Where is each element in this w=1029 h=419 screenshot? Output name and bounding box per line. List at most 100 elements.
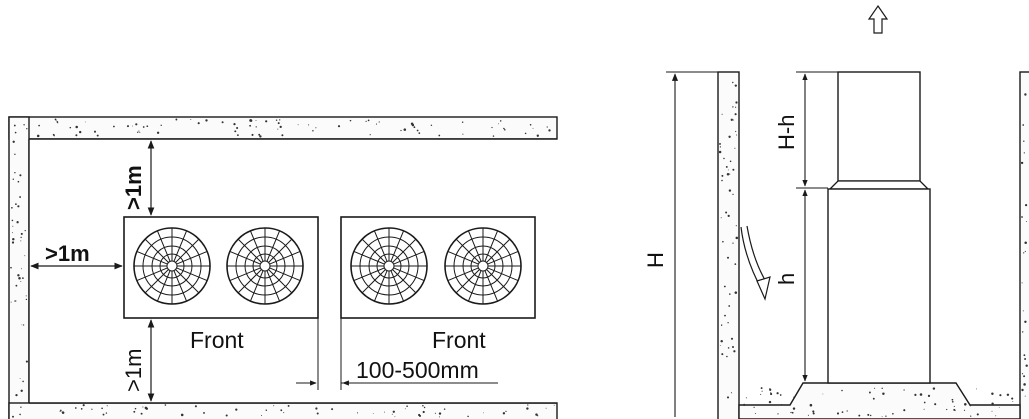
- speckle-dot: [735, 236, 739, 240]
- speckle-dot: [727, 347, 730, 349]
- speckle-dot: [777, 413, 779, 415]
- speckle-dot: [20, 406, 22, 408]
- speckle-dot: [281, 134, 284, 137]
- speckle-dot: [991, 402, 994, 405]
- speckle-dot: [75, 125, 78, 129]
- speckle-dot: [730, 337, 734, 340]
- speckle-dot: [975, 388, 977, 390]
- speckle-dot: [14, 300, 16, 302]
- speckle-dot: [727, 322, 729, 324]
- clearance-top-label: >1m: [121, 165, 146, 210]
- clearance-bottom-label: >1m: [121, 349, 146, 392]
- speckle-dot: [17, 205, 20, 208]
- speckle-dot: [730, 118, 733, 121]
- speckle-dot: [727, 169, 729, 171]
- speckle-dot: [375, 123, 378, 125]
- speckle-dot: [443, 408, 446, 410]
- speckle-dot: [723, 285, 725, 288]
- speckle-dot: [138, 130, 140, 132]
- speckle-dot: [175, 118, 178, 121]
- speckle-dot: [438, 416, 440, 418]
- speckle-dot: [734, 113, 737, 116]
- speckle-dot: [491, 126, 493, 129]
- speckle-dot: [372, 413, 374, 414]
- speckle-dot: [836, 412, 840, 415]
- speckle-dot: [418, 132, 421, 134]
- speckle-dot: [17, 180, 20, 183]
- speckle-dot: [467, 415, 469, 418]
- airflow-intake-arrowhead: [756, 276, 771, 301]
- speckle-dot: [537, 415, 539, 417]
- speckle-dot: [976, 413, 979, 416]
- speckle-dot: [190, 119, 192, 120]
- speckle-dot: [492, 135, 495, 137]
- speckle-dot: [80, 408, 83, 410]
- speckle-dot: [221, 121, 224, 124]
- speckle-dot: [273, 405, 275, 407]
- speckle-dot: [265, 409, 268, 412]
- speckle-dot: [180, 413, 184, 417]
- speckle-dot: [732, 193, 734, 196]
- speckle-dot: [142, 406, 144, 408]
- fan-icon: [226, 227, 304, 305]
- speckle-dot: [728, 189, 732, 192]
- speckle-dot: [1022, 124, 1025, 126]
- speckle-dot: [14, 172, 16, 174]
- speckle-dot: [1023, 152, 1025, 154]
- speckle-dot: [719, 142, 721, 145]
- speckle-dot: [546, 126, 548, 128]
- speckle-dot: [277, 128, 279, 130]
- speckle-dot: [265, 120, 268, 123]
- speckle-dot: [723, 157, 725, 160]
- speckle-dot: [205, 119, 208, 122]
- speckle-dot: [11, 232, 13, 234]
- speckle-dot: [287, 404, 290, 407]
- speckle-dot: [233, 123, 236, 126]
- speckle-dot: [19, 174, 22, 177]
- speckle-dot: [867, 413, 870, 416]
- speckle-dot: [1023, 375, 1026, 378]
- speckle-dot: [131, 125, 133, 127]
- speckle-dot: [258, 133, 261, 136]
- speckle-dot: [718, 150, 722, 154]
- speckle-dot: [251, 133, 254, 136]
- speckle-dot: [1020, 161, 1024, 165]
- speckle-dot: [1011, 397, 1014, 400]
- speckle-dot: [736, 134, 738, 136]
- speckle-dot: [846, 410, 848, 412]
- speckle-dot: [735, 106, 737, 108]
- speckle-dot: [1021, 216, 1023, 218]
- speckle-dot: [142, 126, 145, 128]
- speckle-dot: [731, 345, 735, 349]
- speckle-dot: [745, 397, 747, 399]
- speckle-dot: [22, 380, 24, 383]
- fan-group: [133, 227, 522, 305]
- speckle-dot: [57, 122, 59, 124]
- speckle-dot: [858, 414, 861, 417]
- speckle-dot: [20, 240, 22, 242]
- speckle-dot: [400, 129, 402, 132]
- speckle-dot: [225, 414, 228, 417]
- speckle-dot: [733, 350, 736, 353]
- top-view: >1m >1m >1m Front Front 100-500mm: [8, 116, 558, 419]
- speckle-dot: [236, 126, 239, 130]
- speckle-dot: [203, 411, 205, 414]
- speckle-dot: [882, 392, 885, 396]
- speckle-dot: [927, 394, 931, 398]
- speckle-dot: [727, 214, 730, 218]
- speckle-dot: [15, 203, 17, 205]
- speckle-dot: [734, 291, 738, 294]
- speckle-dot: [874, 387, 876, 389]
- speckle-dot: [391, 413, 393, 415]
- speckle-dot: [25, 360, 28, 363]
- speckle-dot: [12, 225, 14, 227]
- concrete-wall-side-view: [717, 71, 1029, 419]
- speckle-dot: [969, 404, 972, 407]
- speckle-dot: [524, 132, 527, 135]
- speckle-dot: [462, 133, 464, 135]
- speckle-dot: [1024, 395, 1026, 397]
- speckle-dot: [403, 128, 407, 131]
- speckle-dot: [963, 409, 966, 411]
- speckle-dot: [951, 400, 954, 403]
- speckle-dot: [194, 405, 197, 408]
